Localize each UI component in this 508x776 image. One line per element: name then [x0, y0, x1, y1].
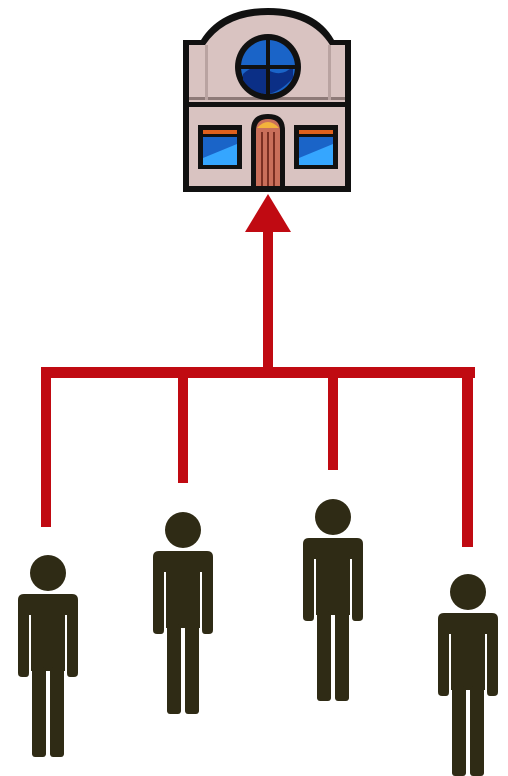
arrow-shaft [263, 230, 273, 374]
person-3-icon [303, 499, 363, 701]
arrow-head [245, 194, 291, 232]
drop-line-4 [462, 367, 473, 547]
building-icon [183, 8, 351, 192]
drop-line-1 [41, 367, 51, 527]
connector-lines [41, 194, 475, 547]
round-window-icon [235, 34, 301, 100]
person-2-icon [153, 512, 213, 714]
person-4-icon [438, 574, 498, 776]
horizontal-connector [41, 367, 475, 378]
drop-line-3 [328, 372, 338, 470]
left-window-icon [198, 125, 242, 169]
door-icon [251, 114, 285, 186]
right-window-icon [294, 125, 338, 169]
drop-line-2 [178, 372, 188, 483]
person-1-icon [18, 555, 78, 757]
